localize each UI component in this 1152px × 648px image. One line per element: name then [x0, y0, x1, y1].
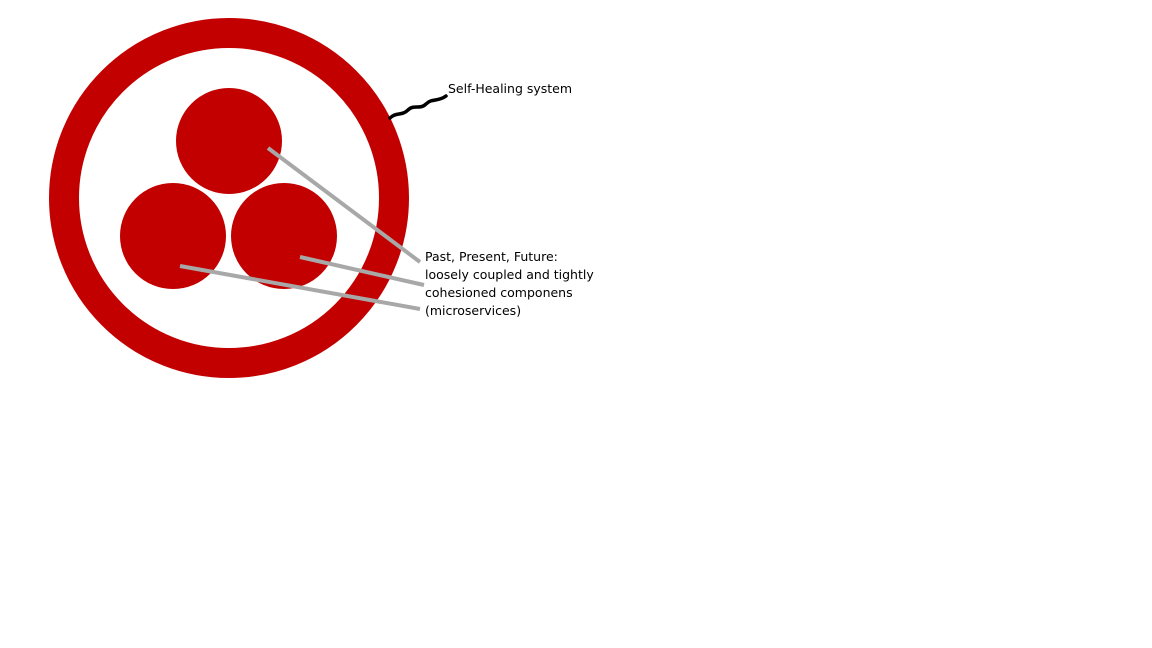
inner-circles-label: Past, Present, Future: loosely coupled a…	[425, 248, 594, 320]
leader-line-right	[299, 255, 425, 287]
inner-circle-top	[176, 88, 282, 194]
inner-label-line-2: loosely coupled and tightly	[425, 267, 594, 282]
inner-circle-left	[120, 183, 226, 289]
inner-label-line-1: Past, Present, Future:	[425, 249, 558, 264]
outer-ring	[49, 18, 409, 378]
outer-ring-label: Self-Healing system	[448, 81, 573, 96]
inner-label-line-4: (microservices)	[425, 303, 522, 318]
scribble-pointer	[388, 94, 448, 120]
leader-line-left	[179, 264, 421, 311]
inner-label-line-3: cohesioned componens	[425, 285, 573, 300]
inner-circle-right	[231, 183, 337, 289]
leader-line-top	[266, 146, 422, 264]
